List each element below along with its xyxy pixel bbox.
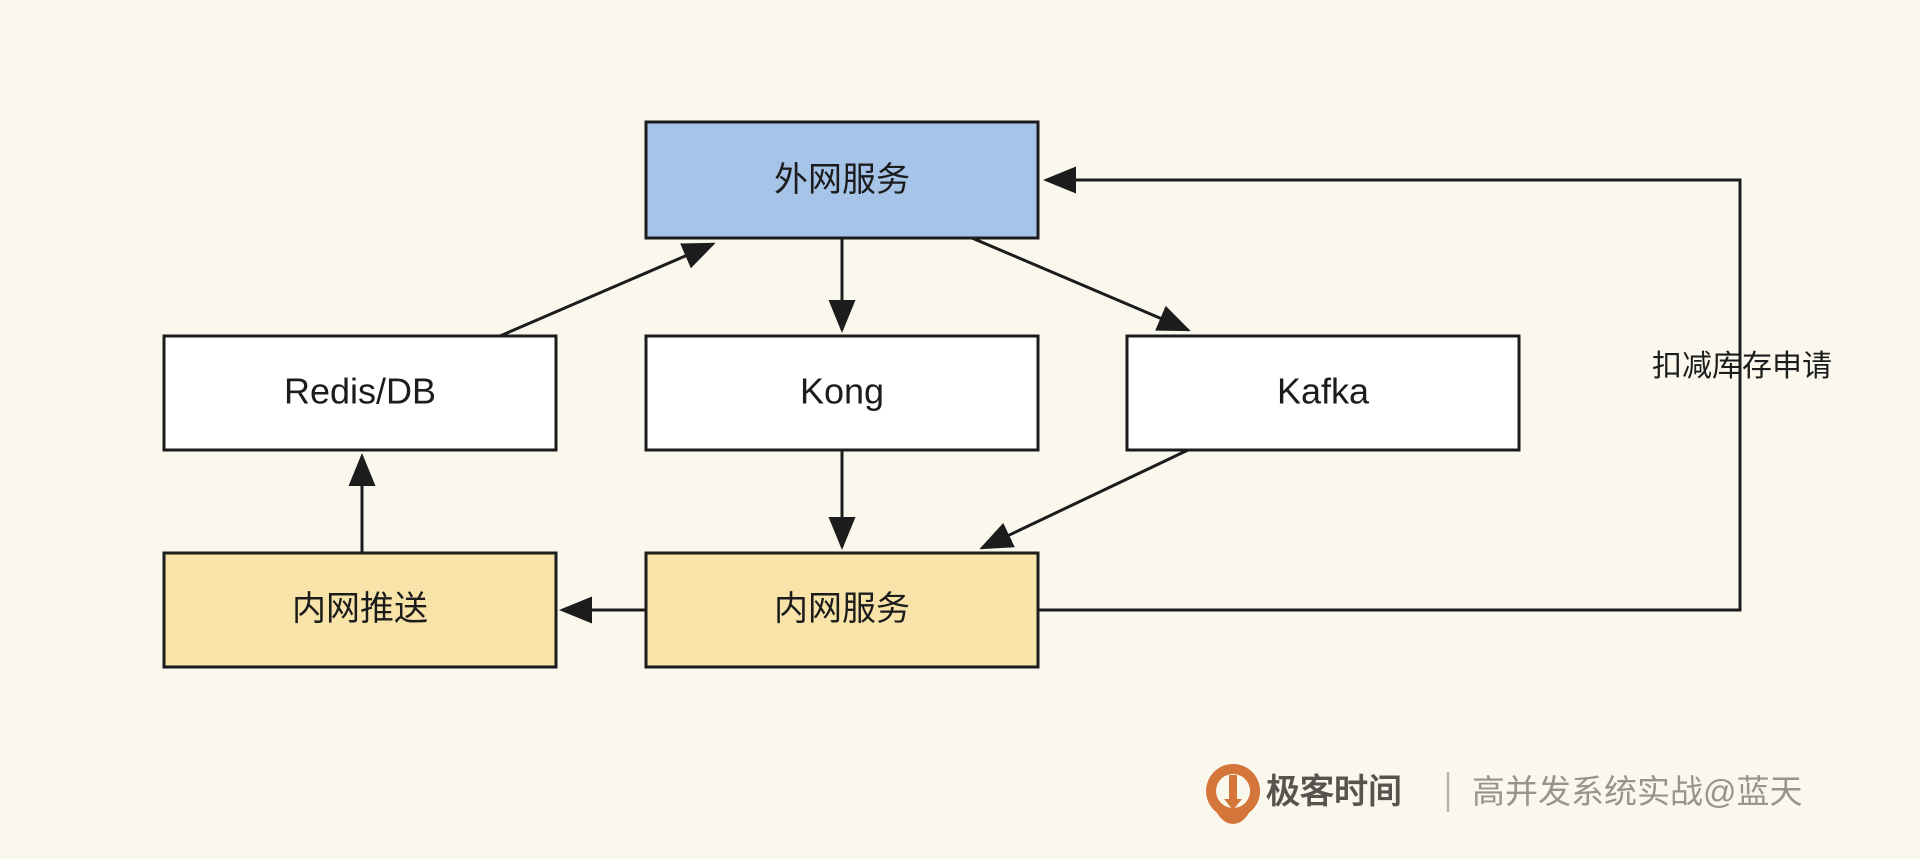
node-external-service-label: 外网服务 (774, 161, 910, 199)
node-kong-label: Kong (800, 371, 884, 412)
edge-redis-db-to-external-service (499, 242, 716, 338)
node-external-service-rect[interactable] (644, 120, 1040, 240)
edge-kafka-to-intranet-service (979, 448, 1189, 550)
node-intranet-push[interactable]: 内网推送 (162, 551, 558, 669)
watermark-brand: 极客时间 (1266, 772, 1402, 811)
node-intranet-service[interactable]: 内网服务 (644, 551, 1040, 669)
node-intranet-push-rect[interactable] (162, 551, 558, 669)
node-kafka-rect[interactable] (1125, 334, 1521, 452)
edge-intranet-service-to-external-service (1038, 166, 1742, 612)
node-redis-db-rect[interactable] (162, 334, 558, 452)
geekbang-logo-icon (1206, 764, 1261, 824)
watermark-course: 高并发系统实战@蓝天 (1472, 773, 1803, 810)
node-kafka-label: Kafka (1277, 371, 1370, 412)
node-kong[interactable]: Kong (644, 334, 1040, 452)
node-redis-db[interactable]: Redis/DB (162, 334, 558, 452)
edge-label-deduct-inventory-request: 扣减库存申请 (1652, 350, 1832, 383)
node-kong-rect[interactable] (644, 334, 1040, 452)
node-kafka[interactable]: Kafka (1125, 334, 1521, 452)
node-intranet-push-label: 内网推送 (292, 590, 428, 628)
node-intranet-service-rect[interactable] (644, 551, 1040, 669)
node-redis-db-label: Redis/DB (284, 371, 436, 412)
node-external-service[interactable]: 外网服务 (644, 120, 1040, 240)
edge-external-service-to-kafka (971, 236, 1191, 332)
node-intranet-service-label: 内网服务 (774, 590, 910, 628)
watermark: 极客时间 高并发系统实战@蓝天 (1206, 764, 1803, 824)
